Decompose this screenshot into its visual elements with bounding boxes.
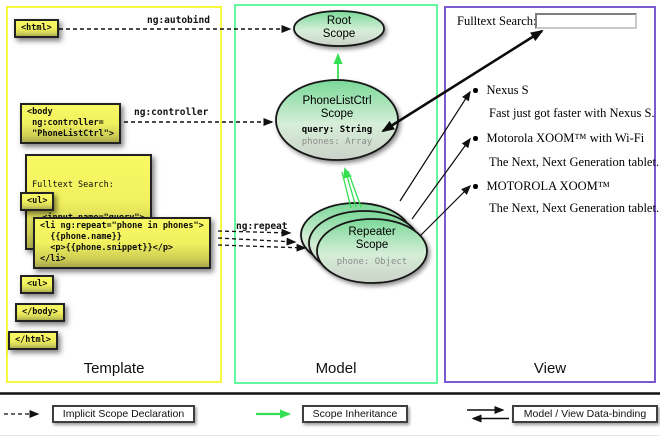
legend-double-arrow — [467, 406, 509, 423]
repeat-arrows — [217, 228, 307, 252]
view-item-desc: The Next, Next Generation tablet. — [489, 155, 660, 169]
phonelistctrl-scope-title: PhoneListCtrl Scope — [302, 95, 372, 120]
root-scope-ellipse — [293, 10, 385, 47]
template-panel-label: Template — [83, 360, 145, 377]
autobind-label: ng:autobind — [147, 15, 210, 26]
bullet-icon — [473, 184, 478, 189]
view-panel — [444, 6, 656, 383]
view-item-desc: The Next, Next Generation tablet. — [489, 201, 660, 215]
repeater-phone-prop: phone: Object — [336, 257, 408, 267]
view-panel-label: View — [533, 360, 567, 377]
legend-implicit-scope-declaration: Implicit Scope Declaration — [52, 405, 195, 423]
fulltext-search-label: Fulltext Search: — [457, 14, 537, 28]
fulltext-search-input[interactable] — [535, 13, 637, 29]
repeater-scope-title: Repeater Scope — [348, 226, 396, 251]
code-body-open: <body ng:controller= "PhoneListCtrl"> — [20, 103, 121, 144]
template-panel — [6, 6, 222, 383]
view-item-title: MOTOROLA XOOM™ — [473, 179, 610, 194]
phonelistctrl-query-prop: query: String — [301, 125, 373, 135]
code-fulltext-label-line: Fulltext Search: — [32, 180, 114, 190]
root-scope-title: Root Scope — [322, 15, 356, 40]
repeat-label: ng:repeat — [236, 221, 288, 232]
view-item-title-text: Motorola XOOM™ with Wi-Fi — [486, 131, 645, 145]
controller-label: ng:controller — [134, 107, 209, 118]
code-ul-close: <ul> — [20, 275, 55, 294]
databinding-repeater-view-arrows — [399, 90, 472, 237]
legend-model-view-databinding: Model / View Data-binding — [512, 405, 658, 423]
bullet-icon — [473, 136, 478, 141]
model-panel — [234, 4, 438, 384]
code-body-close: </body> — [15, 303, 65, 322]
code-ul-open: <ul> — [20, 192, 55, 211]
view-item-title: Motorola XOOM™ with Wi-Fi — [473, 131, 644, 146]
bullet-icon — [473, 88, 478, 93]
repeater-scope-ellipses — [300, 202, 428, 284]
code-li-repeat: <li ng:repeat="phone in phones"> {{phone… — [33, 217, 211, 269]
legend-scope-inheritance: Scope Inheritance — [302, 405, 408, 423]
databinding-query-input-arrow — [381, 29, 544, 133]
model-panel-label: Model — [315, 360, 357, 377]
view-item-desc: Fast just got faster with Nexus S. — [489, 106, 655, 120]
view-item-title-text: Nexus S — [486, 83, 529, 97]
code-html-open: <html> — [14, 19, 59, 38]
view-item-title: Nexus S — [473, 83, 529, 98]
phonelistctrl-phones-prop: phones: Array — [301, 137, 373, 147]
inheritance-arrows-repeater-to-plc — [341, 167, 362, 209]
code-html-close: </html> — [8, 331, 58, 350]
view-item-title-text: MOTOROLA XOOM™ — [486, 179, 611, 193]
